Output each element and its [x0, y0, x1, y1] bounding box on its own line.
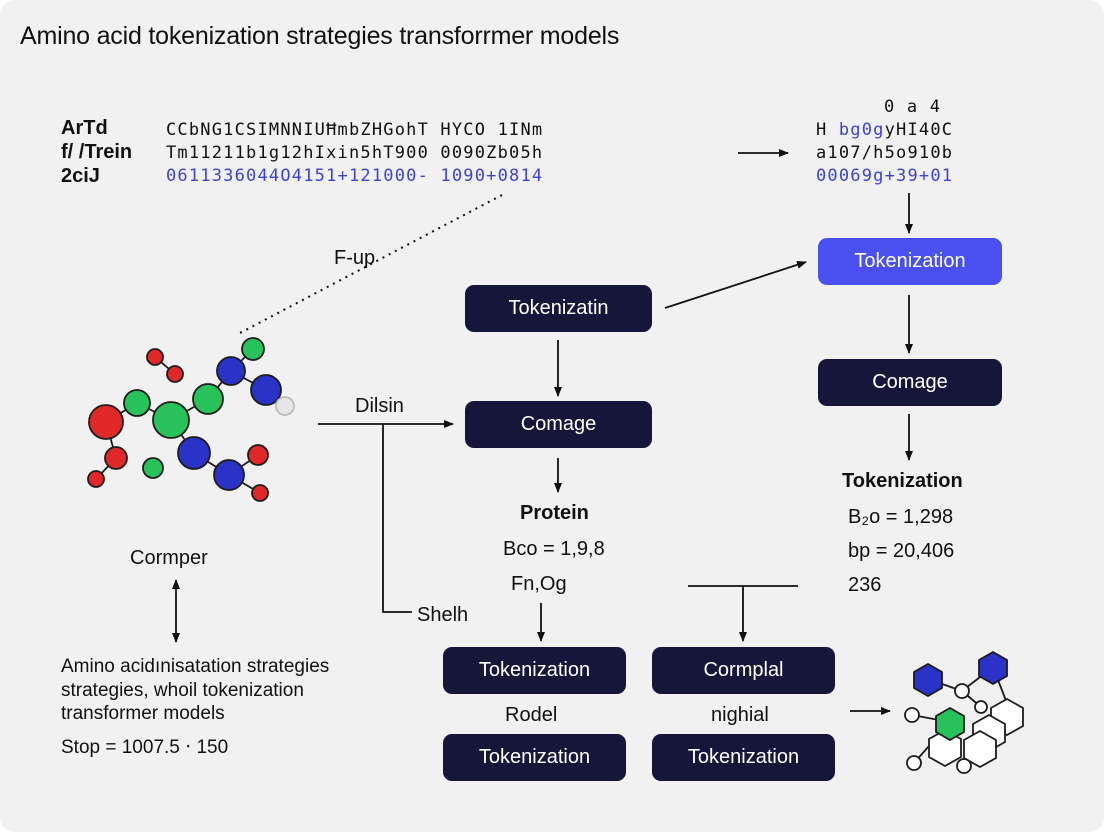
label-rodel: Rodel — [505, 704, 558, 726]
description-line-1: Amino acidınisatation strategies — [61, 656, 330, 677]
sequence-row-3: 0611336044O4151+121000- 1090+0814 — [166, 166, 544, 186]
arrow-tokenizatin-accent — [664, 260, 807, 309]
right-seq-row-1: H bg0gyHI40C — [816, 120, 954, 140]
molecule-icon — [87, 337, 295, 502]
sequence-row-2: Tm11211b1g12hIxin5hT900 0090Zb05h — [166, 143, 544, 163]
seq-label-2: f/ /Trein — [61, 141, 133, 163]
seq-label-3: 2ciJ — [61, 165, 100, 187]
right-value-2: bp = 20,406 — [848, 540, 955, 562]
right-seq-top: 0 a 4 — [884, 97, 942, 117]
right-seq-row-3: 00069g+39+01 — [816, 166, 954, 186]
comage-right-box[interactable]: Comage — [818, 359, 1002, 406]
protein-heading: Protein — [520, 502, 589, 524]
right-value-1: B₂o = 1,298 — [848, 506, 954, 528]
diagram-title: Amino acid tokenization strategies trans… — [20, 22, 620, 50]
label-dilsin: Dilsin — [355, 395, 404, 417]
right-value-3: 236 — [848, 574, 882, 596]
description-line-3: transformer models — [61, 703, 225, 724]
sequence-row-1: CCbNG1CSIMNNIUĦmbZHGohT HYCO 1INm — [166, 120, 544, 140]
hexagon-network-icon — [904, 650, 1024, 774]
label-fup: F-up — [334, 247, 376, 269]
tokenization-bottom-right[interactable]: Tokenization — [652, 734, 835, 781]
comage-middle-box[interactable]: Comage — [465, 401, 652, 448]
right-seq-row-2: a107/h5o910b — [816, 143, 954, 163]
label-cormper: Cormper — [130, 547, 208, 569]
shelh-bracket — [382, 424, 412, 613]
seq-label-1: ArTd — [61, 117, 108, 139]
tokenization-bottom-left-1[interactable]: Tokenization — [443, 647, 626, 694]
tokenizatin-box[interactable]: Tokenizatin — [465, 285, 652, 332]
label-nighial: nighial — [711, 704, 769, 726]
protein-value-1: Bco = 1,9,8 — [503, 538, 605, 560]
tokenization-bottom-left-2[interactable]: Tokenization — [443, 734, 626, 781]
dotted-connector — [239, 194, 503, 334]
stop-value: Stop = 1007.5 ‧ 150 — [61, 737, 229, 758]
label-shelh: Shelh — [417, 604, 469, 626]
protein-value-2: Fn,Og — [511, 573, 567, 595]
tokenization-accent-box[interactable]: Tokenization — [818, 238, 1002, 285]
right-heading: Tokenization — [842, 470, 963, 492]
description-line-2: strategies, whoil tokenization — [61, 680, 304, 701]
cormplal-box[interactable]: Cormplal — [652, 647, 835, 694]
